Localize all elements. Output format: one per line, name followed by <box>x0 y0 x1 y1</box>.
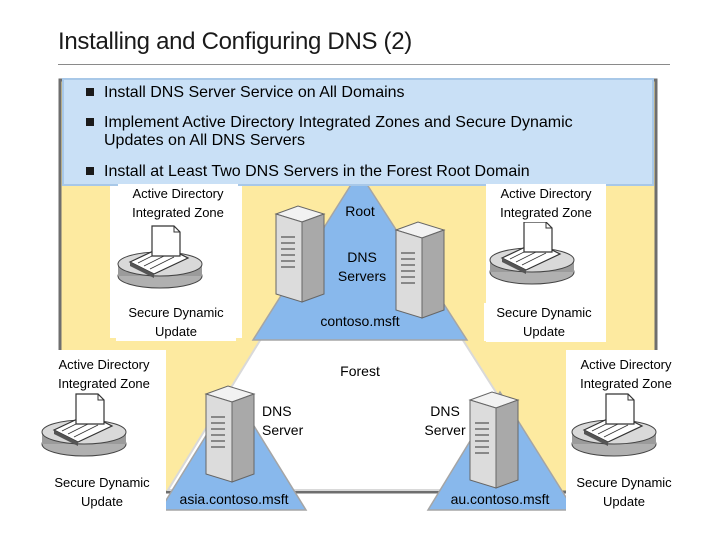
root-domain-label: contoso.msft <box>320 313 400 329</box>
root-label: Root <box>345 203 375 219</box>
dns-server-icon <box>395 221 445 319</box>
dns-server-icon <box>205 385 255 483</box>
bullet-square-icon <box>86 88 94 96</box>
asia-domain-label: asia.contoso.msft <box>179 491 289 507</box>
forest-label: Forest <box>340 363 380 379</box>
au-domain-label: au.contoso.msft <box>450 491 550 507</box>
bullet-square-icon <box>86 118 94 126</box>
bullet-box <box>62 78 654 186</box>
dns-server-icon <box>275 205 325 303</box>
dns-server-icon <box>469 391 519 489</box>
slide-title: Installing and Configuring DNS (2) <box>58 28 412 55</box>
title-underline <box>58 64 670 65</box>
bullet-square-icon <box>86 167 94 175</box>
